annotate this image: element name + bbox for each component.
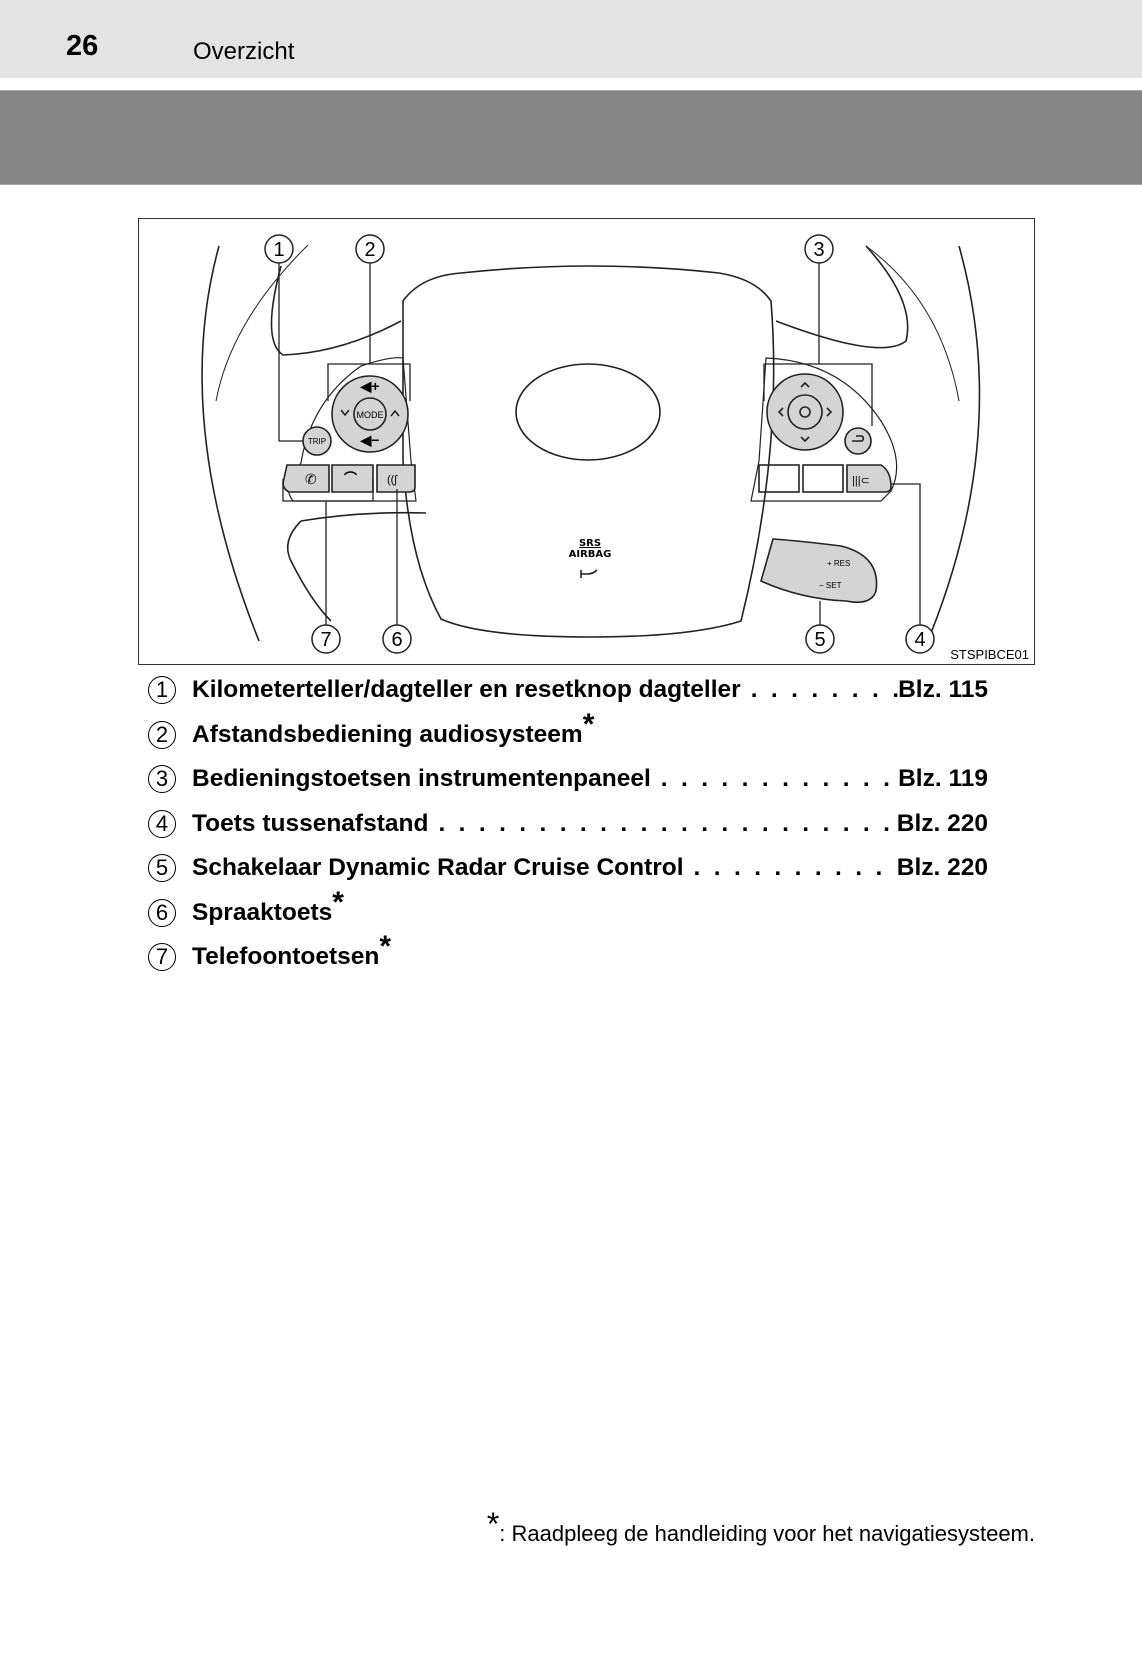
trip-label: TRIP <box>308 437 326 446</box>
dot-leader: . . . . . . . . . . . . . . . . . . . . … <box>438 809 896 837</box>
callout-circles <box>264 234 935 654</box>
item-label: Bedieningstoetsen instrumentenpaneel <box>192 765 651 793</box>
dot-leader: . . . . . . . . . . . . . . . . . . . . … <box>693 854 897 882</box>
emblem-oval <box>515 363 661 461</box>
section-band <box>0 90 1142 185</box>
back-icon <box>852 435 865 442</box>
page-header: 26 Overzicht <box>0 0 1142 78</box>
item-number: 5 <box>148 854 176 883</box>
wheel-rim-left <box>201 245 260 642</box>
horn-icon <box>580 569 598 578</box>
distance-button[interactable] <box>846 464 892 493</box>
ok-icon <box>799 406 811 418</box>
spoke-left-lower-edge <box>300 511 427 522</box>
chevron-down-icon <box>340 409 350 417</box>
footnote: *: Raadpleeg de handleiding voor het nav… <box>487 1506 1035 1549</box>
airbag-label: AIRBAG <box>569 549 612 560</box>
callout-lines <box>278 263 921 625</box>
item-number: 2 <box>148 720 176 749</box>
item-label: Schakelaar Dynamic Radar Cruise Control <box>192 854 684 882</box>
phone-icon: ✆ <box>305 471 317 487</box>
res-label: + RES <box>827 559 850 568</box>
footnote-marker: * <box>379 930 392 964</box>
hangup-icon: ⌒ <box>343 471 358 486</box>
steering-wheel-figure: MODE ◀+ ◀− TRIP ✆ ⌒ ((ʃ |||⊂ + RES − SET… <box>138 218 1035 665</box>
right-switch-bezel <box>750 357 898 502</box>
list-item: 7 Telefoontoetsen * <box>148 930 988 980</box>
list-item: 1 Kilometerteller/dagteller en resetknop… <box>148 668 988 713</box>
blank-button-2 <box>802 464 844 493</box>
footnote-text: : Raadpleeg de handleiding voor het navi… <box>499 1521 1035 1546</box>
page-number: 26 <box>66 30 99 62</box>
callout-1: 1 <box>273 239 284 261</box>
set-label: − SET <box>819 581 842 590</box>
arrow-left-icon <box>777 407 784 417</box>
list-item: 3 Bedieningstoetsen instrumentenpaneel .… <box>148 757 988 802</box>
footnote-marker: * <box>332 885 344 919</box>
blank-button-1 <box>758 464 800 493</box>
item-number: 4 <box>148 809 176 838</box>
callout-2: 2 <box>364 239 375 261</box>
arrow-up-icon <box>800 381 810 388</box>
section-title: Overzicht <box>193 38 295 65</box>
volume-up-icon: ◀+ <box>360 378 380 394</box>
legend-list: 1 Kilometerteller/dagteller en resetknop… <box>148 668 988 980</box>
callout-6: 6 <box>391 629 402 651</box>
chevron-up-icon <box>390 409 400 417</box>
item-number: 3 <box>148 765 176 794</box>
callout-7: 7 <box>320 629 331 651</box>
steering-wheel-illustration: MODE ◀+ ◀− TRIP ✆ ⌒ ((ʃ |||⊂ + RES − SET… <box>201 234 1029 662</box>
list-item: 2 Afstandsbediening audiosysteem * <box>148 708 988 758</box>
item-number: 7 <box>148 943 176 972</box>
page-reference[interactable]: Blz. 220 <box>896 809 988 837</box>
footnote-marker: * <box>582 707 595 741</box>
callout-3: 3 <box>813 239 824 261</box>
item-number: 1 <box>148 676 176 705</box>
ok-button[interactable] <box>787 394 823 430</box>
item-label: Kilometerteller/dagteller en resetknop d… <box>192 676 741 704</box>
item-label: Toets tussenafstand <box>192 809 429 837</box>
dot-leader: . . . . . . . . . . . . . . . . . . . . … <box>660 765 898 793</box>
voice-icon: ((ʃ <box>387 474 398 486</box>
wheel-rim-left-inner <box>215 244 309 402</box>
airbag-pad <box>402 265 775 638</box>
wheel-rim-right-inner <box>865 245 960 402</box>
footnote-star: * <box>486 1506 500 1542</box>
voice-button[interactable] <box>376 464 416 493</box>
item-number: 6 <box>148 898 176 927</box>
volume-down-icon: ◀− <box>360 432 380 448</box>
page-reference[interactable]: Blz. 119 <box>898 765 988 793</box>
page-reference[interactable]: Blz. 115 <box>898 676 988 704</box>
item-label: Afstandsbediening audiosysteem <box>192 720 583 748</box>
wheel-rim-right <box>930 245 981 634</box>
item-label: Telefoontoetsen <box>192 943 380 971</box>
figure-code: STSPIBCE01 <box>950 647 1029 662</box>
item-label: Spraaktoets <box>192 898 333 926</box>
spoke-left-upper <box>270 265 402 356</box>
callout-5: 5 <box>814 629 825 651</box>
cruise-control-stalk[interactable] <box>760 538 878 604</box>
spoke-right-upper <box>775 245 909 349</box>
list-item: 6 Spraaktoets * <box>148 886 988 936</box>
dot-leader: . . . . . . . . . . . . . . . . . . . . … <box>750 676 898 704</box>
arrow-down-icon <box>800 436 810 443</box>
list-item: 4 Toets tussenafstand . . . . . . . . . … <box>148 802 988 847</box>
srs-label: SRS <box>579 538 601 549</box>
page-reference[interactable]: Blz. 220 <box>896 854 988 882</box>
mode-button[interactable] <box>353 397 387 431</box>
mode-label: MODE <box>357 410 384 420</box>
list-item: 5 Schakelaar Dynamic Radar Cruise Contro… <box>148 846 988 891</box>
distance-icon: |||⊂ <box>852 475 870 487</box>
callout-4: 4 <box>914 629 925 651</box>
arrow-right-icon <box>826 407 833 417</box>
spoke-left-lower <box>286 520 332 622</box>
